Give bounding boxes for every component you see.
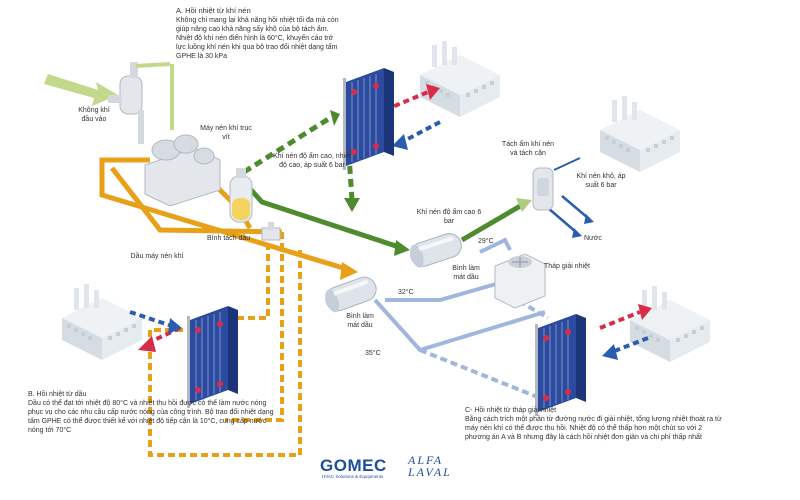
air-arrow-head-3	[344, 198, 360, 212]
oil-valve-icon	[261, 222, 281, 241]
label-cooling-tower: Tháp giải nhiệt	[544, 263, 590, 270]
air-to-dryer-arrow	[516, 198, 532, 212]
oil-loop-dashed	[148, 232, 302, 457]
section-a-body: Không chỉ mang lại khả năng hồi nhiệt tố…	[176, 17, 339, 60]
section-c-title: C- Hồi nhiệt từ tháp giải nhiệt	[465, 407, 557, 414]
building-dryer-area-icon	[600, 96, 680, 172]
gomec-tagline: HVAC Solutions & Equipments	[322, 474, 384, 479]
label-dryer: Tách ẩm khí nén và tách cặn	[501, 141, 555, 157]
alfa-laval-logo: ALFA LAVAL	[408, 454, 452, 478]
inlet-air-arrow	[44, 74, 118, 106]
label-humid-air-6bar: Khí nén độ ẩm cao 6 bar	[416, 209, 482, 225]
alfa-logo-line1: ALFA	[408, 453, 444, 467]
hx-a-water-arrows	[384, 84, 441, 150]
water-arrow-head	[572, 228, 582, 238]
label-oil-cooler-top: Bình làm mát dầu	[452, 265, 480, 281]
air-arrow-head-1	[394, 240, 410, 256]
dryer-vent-line	[553, 157, 581, 171]
label-compressor-oil: Dầu máy nén khí	[130, 253, 184, 260]
oil-arrow-head	[340, 262, 358, 280]
label-oil-cooler-main: Bình làm mát dầu	[346, 313, 374, 329]
dryer-output-lines	[547, 195, 589, 233]
gomec-logo: GOMEC	[320, 456, 387, 475]
label-oil-separator: Bình tách dầu	[207, 235, 251, 242]
oil-separator-icon	[229, 168, 253, 223]
dry-air-arrow-head	[584, 214, 594, 224]
building-a-icon	[420, 41, 500, 117]
air-intake-filter-icon	[108, 62, 144, 144]
label-water: Nước	[584, 235, 602, 242]
label-hot-humid-air: Khí nén độ ẩm cao, nhiệt độ cao, áp suất…	[273, 153, 351, 169]
section-b-title: B. Hồi nhiệt từ dầu	[28, 391, 87, 398]
section-b-body: Dầu có thể đạt tới nhiệt độ 80°C và nhiệ…	[28, 400, 274, 434]
section-c-body: Bằng cách trích một phần từ đường nước đ…	[465, 416, 722, 441]
cooling-tower-icon	[494, 253, 546, 309]
alfa-logo-line2: LAVAL	[408, 465, 452, 479]
section-c-text: C- Hồi nhiệt từ tháp giải nhiệt Bằng các…	[465, 406, 727, 442]
section-b-text: B. Hồi nhiệt từ dầu Dầu có thể đạt tới n…	[28, 390, 280, 435]
building-b-icon	[62, 284, 142, 360]
oil-cooler-tank-icon	[321, 273, 381, 315]
hx-c-water-arrows	[599, 304, 652, 360]
temp-29: 29°C	[478, 238, 494, 245]
label-air-inlet: Không khí đầu vào	[78, 107, 110, 123]
hx-b-water-arrows	[129, 310, 182, 352]
section-a-title: A. Hồi nhiệt từ khí nén	[176, 6, 251, 15]
building-c-icon	[630, 286, 710, 362]
label-dry-air: Khí nén khô, áp suất 6 bar	[576, 173, 626, 189]
temp-32: 32°C	[398, 289, 414, 296]
screw-compressor-icon	[144, 134, 221, 207]
label-compressor: Máy nén khí trục vít	[200, 125, 252, 141]
temp-35: 35°C	[365, 350, 381, 357]
air-arrow-head-2	[330, 110, 340, 126]
heat-exchanger-c-icon	[534, 313, 587, 417]
air-dryer-icon	[532, 167, 554, 211]
compressed-air-dashed	[242, 115, 355, 201]
